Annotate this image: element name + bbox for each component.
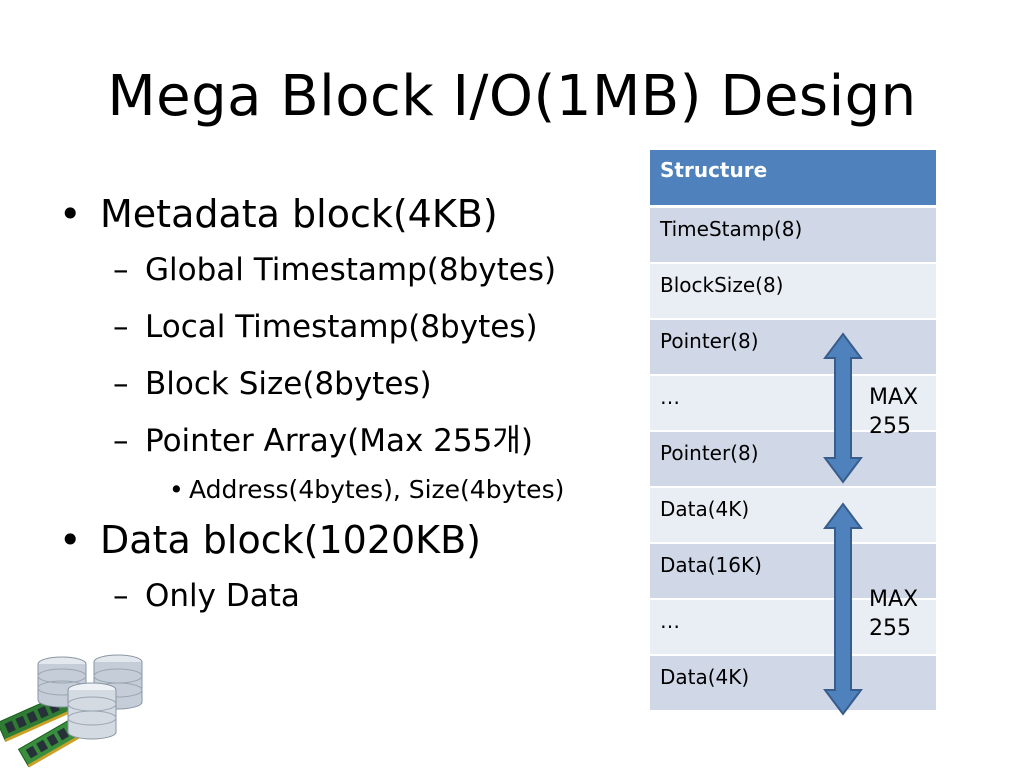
bullet-data-block: Data block(1020KB): [55, 512, 564, 568]
table-header: Structure: [650, 150, 936, 208]
table-row: …: [650, 376, 936, 432]
bullet-pointer-array: Pointer Array(Max 255개): [55, 413, 564, 470]
data-range-double-arrow-icon: [823, 502, 863, 716]
bullet-list: Metadata block(4KB) Global Timestamp(8by…: [55, 186, 564, 627]
table-row: Data(16K): [650, 544, 936, 600]
pointer-max-label: MAX 255: [869, 385, 919, 439]
table-row: BlockSize(8): [650, 264, 936, 320]
bullet-metadata-block: Metadata block(4KB): [55, 186, 564, 242]
table-row: …: [650, 600, 936, 656]
data-max-label: MAX 255: [869, 587, 919, 641]
metadata-sub-list: Global Timestamp(8bytes) Local Timestamp…: [55, 242, 564, 510]
pointer-range-double-arrow-icon: [823, 332, 863, 484]
table-row: Data(4K): [650, 656, 936, 712]
bullet-local-timestamp: Local Timestamp(8bytes): [55, 299, 564, 356]
slide-title: Mega Block I/O(1MB) Design: [107, 64, 917, 129]
bullet-block-size: Block Size(8bytes): [55, 356, 564, 413]
pointer-array-sub-list: Address(4bytes), Size(4bytes): [55, 470, 564, 510]
table-row: Data(4K): [650, 488, 936, 544]
bullet-only-data: Only Data: [55, 568, 564, 625]
database-memory-icon: [0, 654, 143, 768]
bullet-global-timestamp: Global Timestamp(8bytes): [55, 242, 564, 299]
data-sub-list: Only Data: [55, 568, 564, 625]
table-row: TimeStamp(8): [650, 208, 936, 264]
structure-table: Structure TimeStamp(8) BlockSize(8) Poin…: [650, 150, 936, 712]
bullet-address-size: Address(4bytes), Size(4bytes): [55, 470, 564, 510]
table-row: Pointer(8): [650, 432, 936, 488]
table-row: Pointer(8): [650, 320, 936, 376]
